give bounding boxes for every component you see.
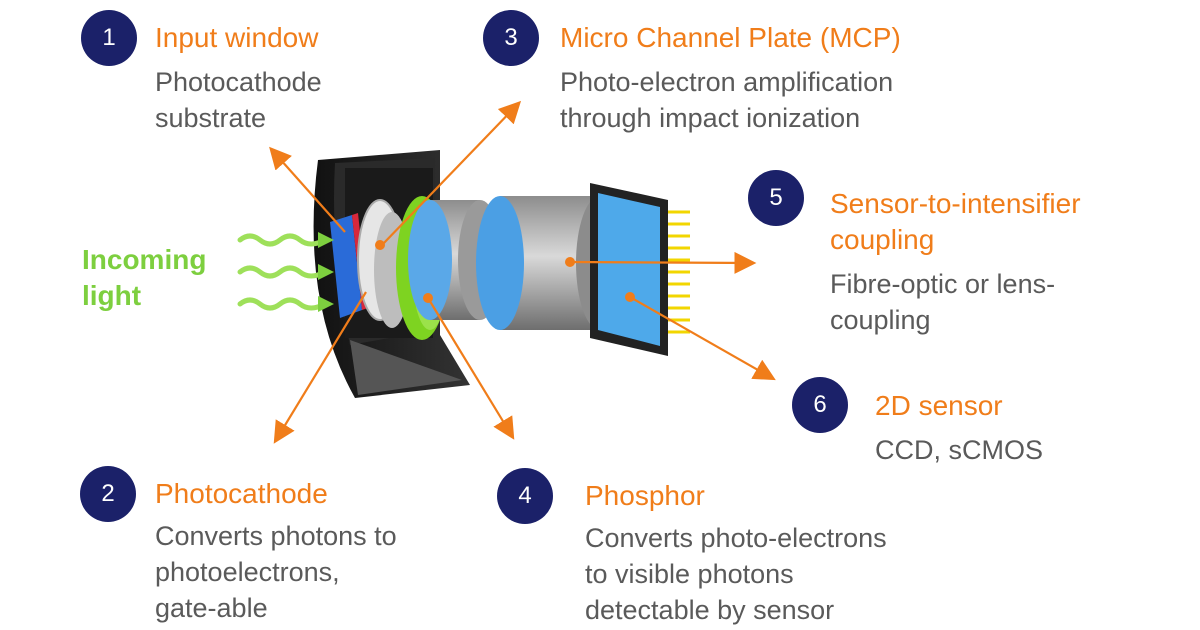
title-line: Sensor-to-intensifier [830,188,1081,219]
title-photocathode: Photocathode [155,478,328,509]
incoming-light-line-2: light [82,280,142,311]
desc-input-window: Photocathode substrate [155,64,322,136]
title-2d-sensor: 2D sensor [875,390,1003,421]
desc-line: to visible photons [585,559,794,589]
desc-line: photoelectrons, [155,557,340,587]
desc-line: Photocathode [155,67,322,97]
desc-line: Photo-electron amplification [560,67,894,97]
desc-line: Converts photons to [155,521,397,551]
badge-2: 2 [80,466,136,522]
title-input-window: Input window [155,22,319,53]
desc-phosphor: Converts photo-electrons to visible phot… [585,520,887,628]
sensor-chip [590,183,690,356]
pointer-dot-sensor [625,292,635,302]
desc-mcp: Photo-electron amplification through imp… [560,64,893,136]
desc-line: coupling [830,305,931,335]
desc-line: through impact ionization [560,103,861,133]
badge-6: 6 [792,377,848,433]
pointer-dot-coupling [565,257,575,267]
desc-line: substrate [155,103,267,133]
desc-coupling: Fibre-optic or lens- coupling [830,266,1055,338]
title-line: coupling [830,224,935,255]
desc-line: gate-able [155,593,268,623]
title-phosphor: Phosphor [585,480,705,511]
desc-photocathode: Converts photons to photoelectrons, gate… [155,518,397,626]
desc-2d-sensor: CCD, sCMOS [875,432,1043,468]
incoming-light-line-1: Incoming [82,244,207,275]
badge-1: 1 [81,10,137,66]
badge-3: 3 [483,10,539,66]
title-mcp: Micro Channel Plate (MCP) [560,22,901,53]
badge-5: 5 [748,170,804,226]
incoming-light-waves [237,233,328,311]
pointer-dot-phosphor [423,293,433,303]
incoming-light-arrowheads [318,232,334,312]
desc-line: CCD, sCMOS [875,435,1043,465]
desc-line: Fibre-optic or lens- [830,269,1056,299]
pointer-dot-mcp [375,240,385,250]
badge-4: 4 [497,468,553,524]
incoming-light-label: Incoming light [82,242,206,314]
title-coupling: Sensor-to-intensifier coupling [830,186,1081,258]
desc-line: Converts photo-electrons [585,523,887,553]
desc-line: detectable by sensor [585,595,835,625]
pointer-arrows [269,100,776,444]
